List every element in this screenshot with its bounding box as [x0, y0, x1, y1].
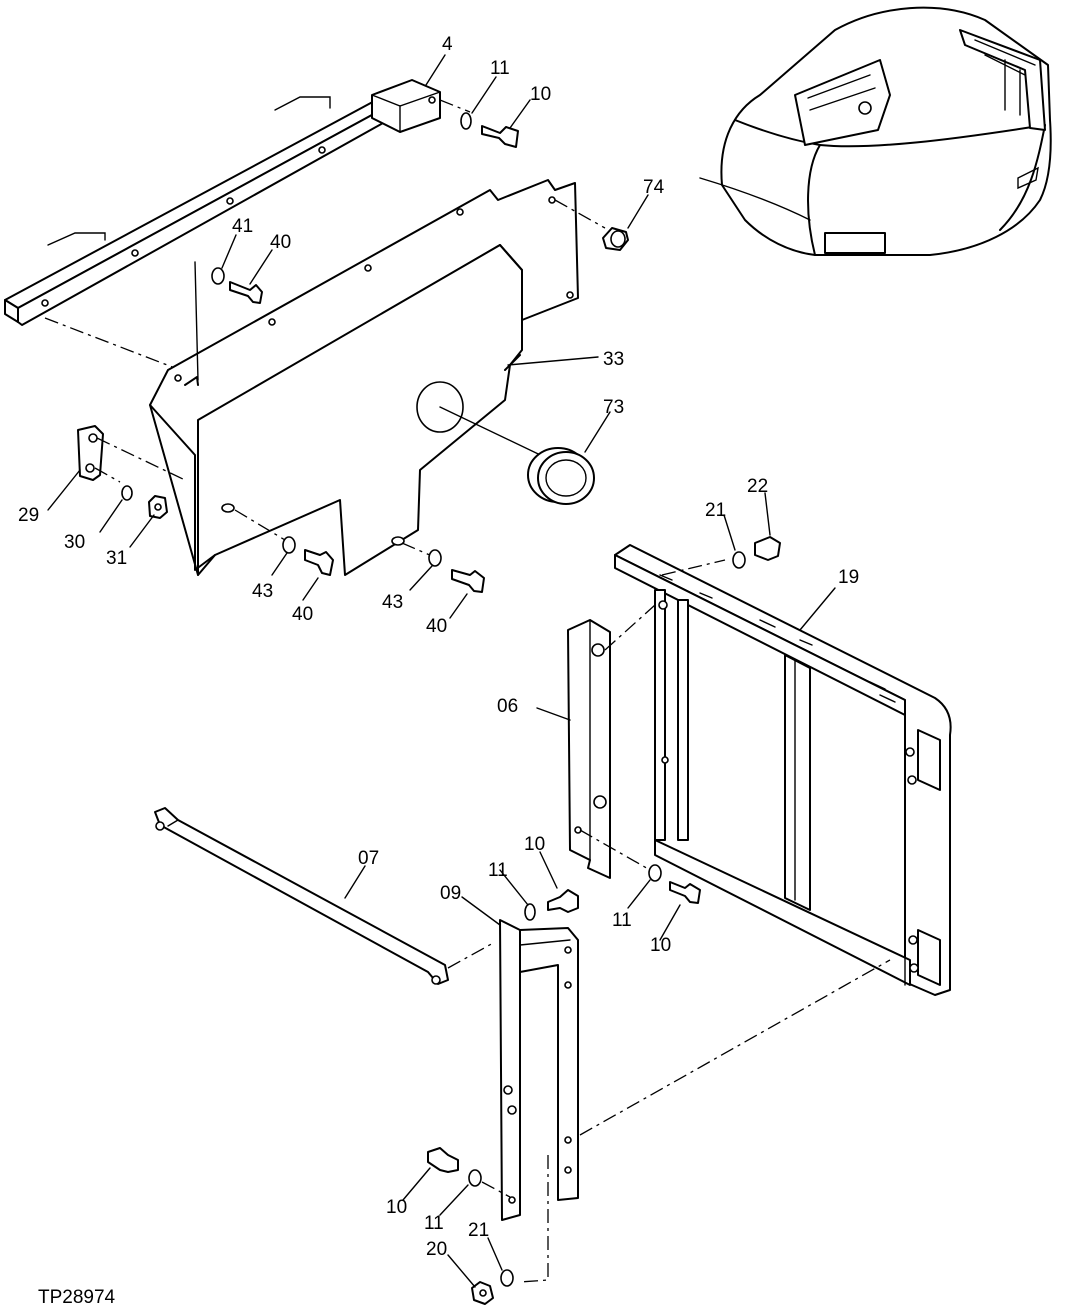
washer-11-mid-right	[648, 864, 662, 882]
callout-31: 31	[106, 548, 127, 569]
callout-41: 41	[232, 216, 253, 237]
callout-21: 21	[705, 500, 726, 521]
part-33-shield-panel	[149, 179, 606, 576]
callout-21: 21	[468, 1220, 489, 1241]
bolt-22	[754, 536, 781, 561]
bolt-10-mid-right	[669, 881, 701, 904]
callout-06: 06	[497, 696, 518, 717]
callout-11: 11	[424, 1213, 444, 1234]
leader-bracket-41	[194, 261, 199, 381]
bolt-40-right	[451, 569, 485, 593]
washer-43-right	[401, 542, 442, 567]
washer-21-bottom	[500, 1269, 514, 1287]
grommet-74	[602, 227, 629, 251]
plug-73	[439, 406, 595, 505]
figure-id: TP28974	[38, 1287, 116, 1308]
leader-lines	[47, 54, 836, 1288]
washer-43-left	[234, 509, 296, 554]
callout-10: 10	[650, 935, 671, 956]
callout-labels: 4 11 10 74 41 40 33 73 29 30 31 43 40 43…	[18, 34, 859, 1260]
nut-20	[471, 1281, 494, 1305]
callout-4: 4	[442, 34, 453, 55]
callout-40: 40	[292, 604, 313, 625]
callout-40: 40	[426, 616, 447, 637]
callout-09: 09	[440, 883, 461, 904]
callout-40: 40	[270, 232, 291, 253]
callout-74: 74	[643, 177, 665, 198]
callout-33: 33	[603, 349, 624, 370]
washer-21-top	[732, 551, 746, 569]
part-19-frame	[614, 544, 952, 996]
part-06-vertical-bar	[567, 604, 656, 879]
bolt-40-left	[304, 549, 334, 576]
callout-20: 20	[426, 1239, 447, 1260]
callout-73: 73	[603, 397, 624, 418]
callout-30: 30	[64, 532, 85, 553]
nut-31	[148, 495, 168, 519]
callout-29: 29	[18, 505, 39, 526]
part-09-bracket	[499, 919, 891, 1283]
callout-11: 11	[490, 58, 510, 79]
callout-11: 11	[488, 860, 508, 881]
callout-11: 11	[612, 910, 632, 931]
washer-41	[211, 267, 225, 285]
callout-10: 10	[530, 84, 551, 105]
washer-11-mid-left	[524, 903, 536, 921]
part-4-bracket-rail	[4, 79, 471, 369]
callout-19: 19	[838, 567, 859, 588]
bolt-40-upper	[229, 281, 263, 304]
washer-11-bottom	[468, 1169, 511, 1198]
machine-body-illustration	[699, 6, 1052, 256]
washer-30	[121, 485, 133, 501]
callout-43: 43	[382, 592, 403, 613]
callout-43: 43	[252, 581, 273, 602]
callout-10: 10	[524, 834, 545, 855]
callout-07: 07	[358, 848, 379, 869]
bolt-10-top	[481, 125, 519, 148]
washer-11-top	[460, 112, 472, 130]
bolt-10-mid-left	[547, 889, 579, 913]
bolt-10-bottom	[427, 1147, 459, 1173]
bracket-29	[77, 425, 186, 483]
part-07-strap	[154, 807, 496, 985]
callout-22: 22	[747, 476, 768, 497]
callout-10: 10	[386, 1197, 407, 1218]
